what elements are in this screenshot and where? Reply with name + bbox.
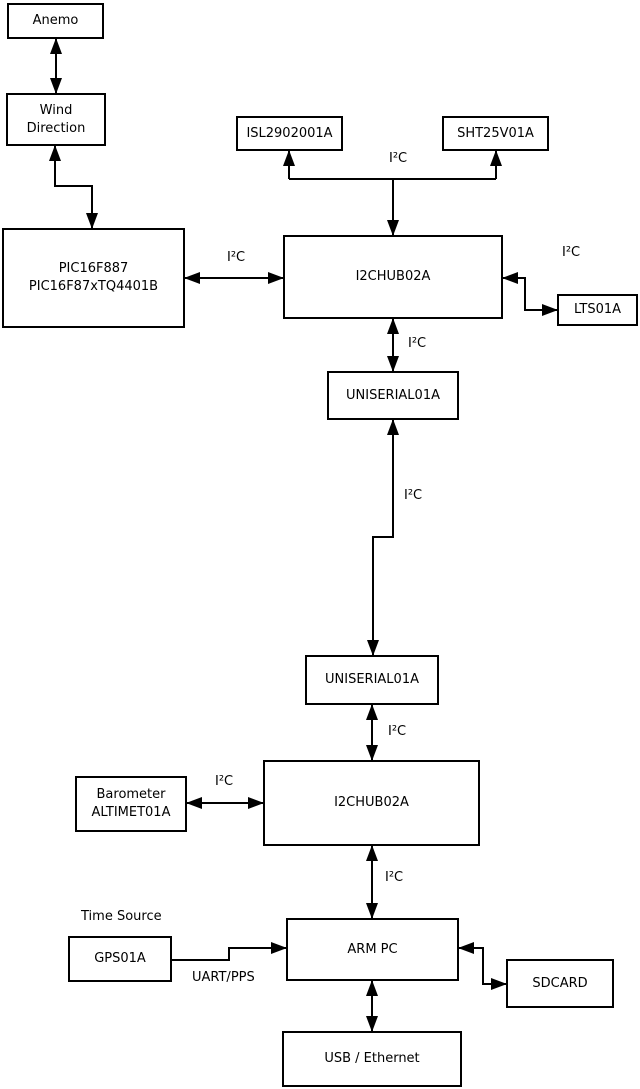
edge-label-time-source: Time Source xyxy=(81,909,162,924)
node-i2chub02a-1-label: I2CHUB02A xyxy=(355,269,431,285)
edge-uniserial1-uniserial2 xyxy=(367,419,399,656)
node-uniserial01a-1-label: UNISERIAL01A xyxy=(346,387,440,403)
node-uniserial01a-1: UNISERIAL01A xyxy=(327,371,459,420)
node-lts01a: LTS01A xyxy=(557,294,638,326)
node-anemo: Anemo xyxy=(7,3,104,39)
node-wind-direction: Wind Direction xyxy=(6,93,106,146)
node-i2chub02a-1: I2CHUB02A xyxy=(283,235,503,319)
node-sht25v01a: SHT25V01A xyxy=(442,116,549,151)
node-i2chub02a-2: I2CHUB02A xyxy=(263,760,480,846)
node-uniserial01a-2-label: UNISERIAL01A xyxy=(325,672,419,688)
edge-label-i2c-sensors: I²C xyxy=(389,151,408,166)
node-wind-direction-label: Wind Direction xyxy=(26,102,86,136)
edge-label-i2c-uniserial2-hub2: I²C xyxy=(388,724,407,739)
edge-label-i2c-hub2-armpc: I²C xyxy=(385,870,404,885)
node-arm-pc-label: ARM PC xyxy=(347,941,398,957)
node-pic16f887: PIC16F887 PIC16F87xTQ4401B xyxy=(2,228,185,328)
edge-label-i2c-hub1-uniserial1: I²C xyxy=(408,336,427,351)
edge-hub1-lts xyxy=(502,272,558,316)
edge-label-i2c-pic-hub1: I²C xyxy=(227,250,246,265)
node-arm-pc: ARM PC xyxy=(286,918,459,981)
edge-armpc-sdcard xyxy=(458,942,507,990)
node-anemo-label: Anemo xyxy=(32,13,79,29)
node-barometer-altimet01a-label: Barometer ALTIMET01A xyxy=(91,787,171,820)
node-lts01a-label: LTS01A xyxy=(573,302,622,318)
node-usb-ethernet-label: USB / Ethernet xyxy=(324,1051,420,1067)
node-isl2902001a: ISL2902001A xyxy=(236,116,343,151)
node-usb-ethernet: USB / Ethernet xyxy=(282,1031,462,1087)
edge-wind-pic xyxy=(49,145,98,229)
node-i2chub02a-2-label: I2CHUB02A xyxy=(334,795,409,811)
node-isl2902001a-label: ISL2902001A xyxy=(246,125,333,141)
node-uniserial01a-2: UNISERIAL01A xyxy=(305,655,439,705)
edge-gps-armpc xyxy=(172,942,287,961)
edge-label-uart-pps: UART/PPS xyxy=(192,970,255,985)
node-gps01a: GPS01A xyxy=(68,936,172,982)
node-sht25v01a-label: SHT25V01A xyxy=(457,125,534,141)
edge-label-i2c-barometer-hub2: I²C xyxy=(215,774,234,789)
node-gps01a-label: GPS01A xyxy=(94,951,146,967)
node-barometer-altimet01a: Barometer ALTIMET01A xyxy=(75,776,187,832)
node-sdcard: SDCARD xyxy=(506,959,614,1008)
edge-label-i2c-uniserial-link: I²C xyxy=(404,488,423,503)
edge-label-i2c-hub1-lts: I²C xyxy=(562,245,581,260)
node-pic16f887-label: PIC16F887 PIC16F87xTQ4401B xyxy=(28,261,159,294)
node-sdcard-label: SDCARD xyxy=(532,975,588,991)
